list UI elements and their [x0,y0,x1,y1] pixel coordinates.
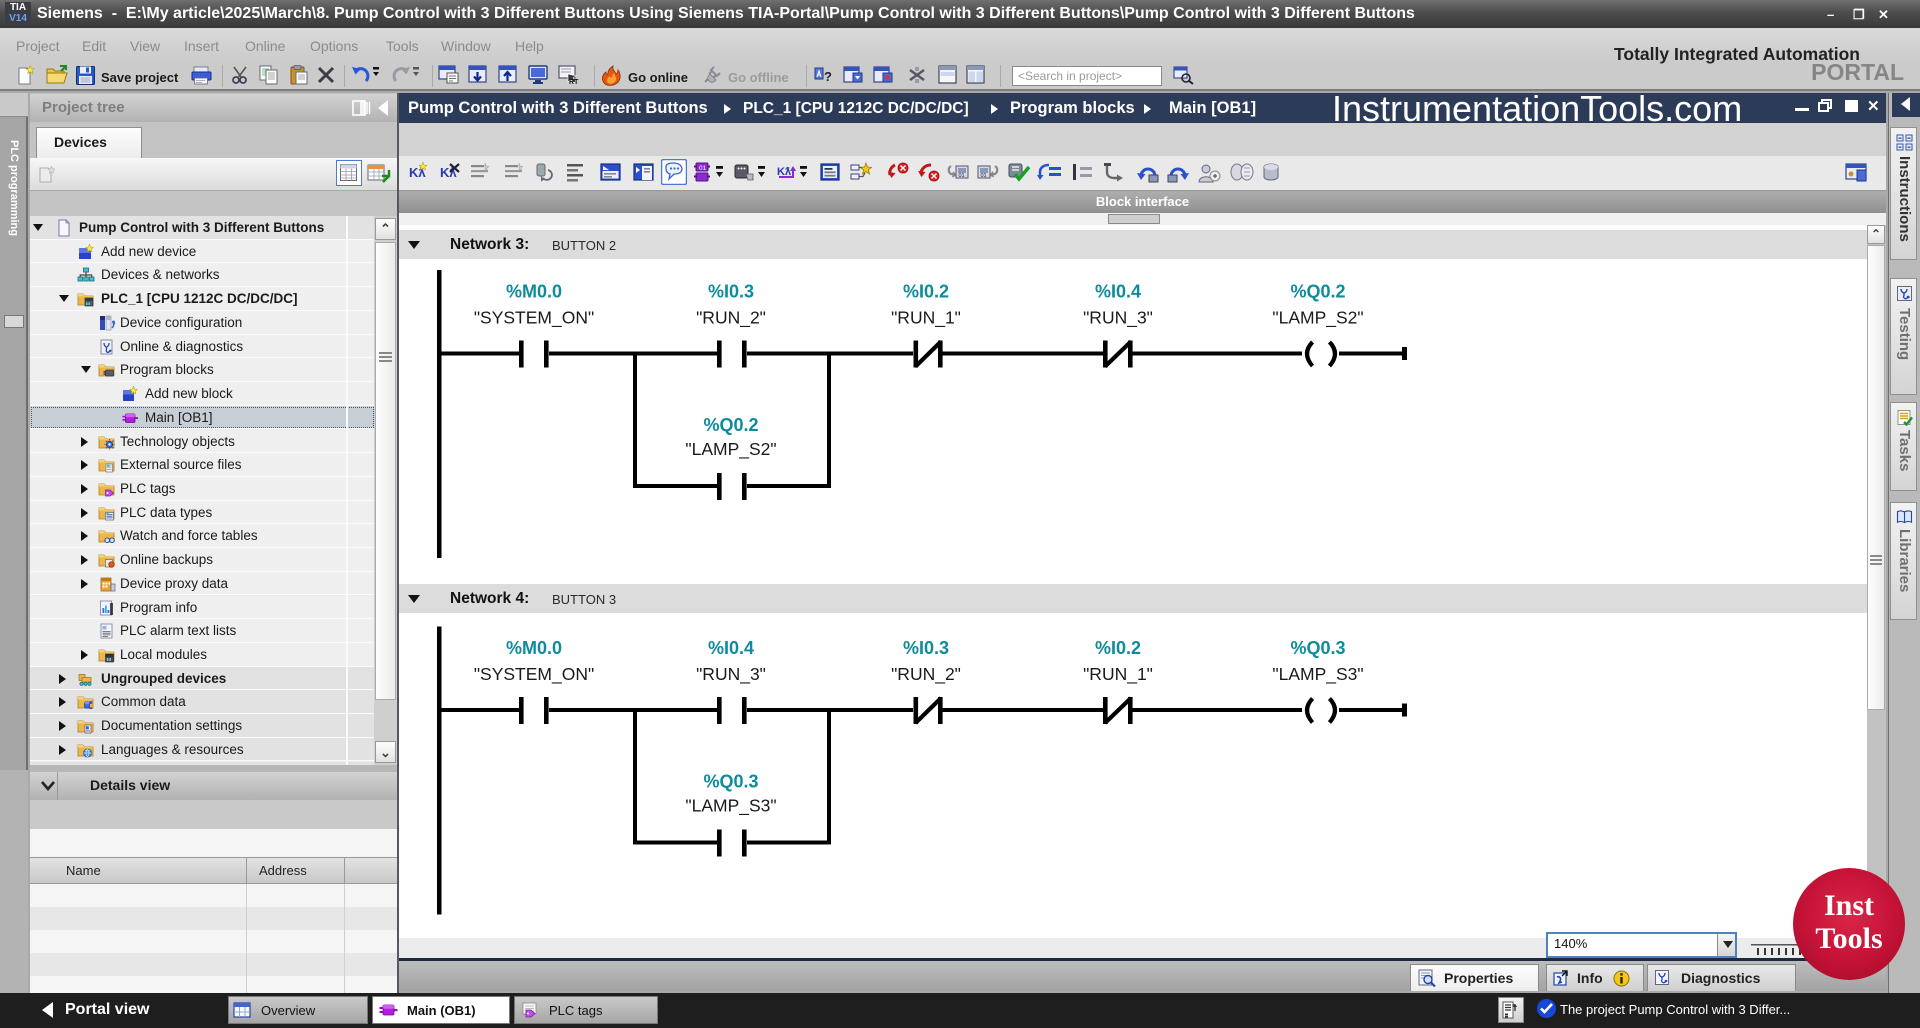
svg-text:"RUN_1": "RUN_1" [891,308,961,329]
svg-text:"SYSTEM_ON": "SYSTEM_ON" [474,664,594,685]
svg-text:"RUN_3": "RUN_3" [696,664,766,685]
svg-text:"LAMP_S2": "LAMP_S2" [1272,308,1363,329]
svg-text:%M0.0: %M0.0 [506,638,562,658]
svg-text:"SYSTEM_ON": "SYSTEM_ON" [474,308,594,329]
svg-text:%Q0.3: %Q0.3 [703,772,758,792]
svg-text:%Q0.3: %Q0.3 [1290,638,1345,658]
svg-text:%I0.3: %I0.3 [708,282,754,302]
svg-text:01: 01 [981,173,987,179]
svg-text:%I0.4: %I0.4 [708,638,754,658]
svg-text:%I0.3: %I0.3 [903,638,949,658]
svg-text:"LAMP_S2": "LAMP_S2" [685,439,776,460]
svg-text:"RUN_2": "RUN_2" [891,664,961,685]
svg-text:01: 01 [959,173,965,179]
svg-text:%Q0.2: %Q0.2 [1290,282,1345,302]
svg-text:"LAMP_S3": "LAMP_S3" [685,796,776,817]
svg-text:"LAMP_S3": "LAMP_S3" [1272,664,1363,685]
svg-text:?: ? [824,69,832,84]
svg-text:RT: RT [569,79,579,85]
svg-text:%I0.2: %I0.2 [1095,638,1141,658]
svg-text:%M0.0: %M0.0 [506,282,562,302]
svg-text:%I0.4: %I0.4 [1095,282,1141,302]
svg-text:%Q0.2: %Q0.2 [703,415,758,435]
svg-text:"RUN_2": "RUN_2" [696,308,766,329]
svg-text:%I0.2: %I0.2 [903,282,949,302]
svg-text:Kƛ: Kƛ [777,166,792,178]
svg-text:"RUN_1": "RUN_1" [1083,664,1153,685]
svg-text:"RUN_3": "RUN_3" [1083,308,1153,329]
svg-text:01: 01 [699,165,707,172]
